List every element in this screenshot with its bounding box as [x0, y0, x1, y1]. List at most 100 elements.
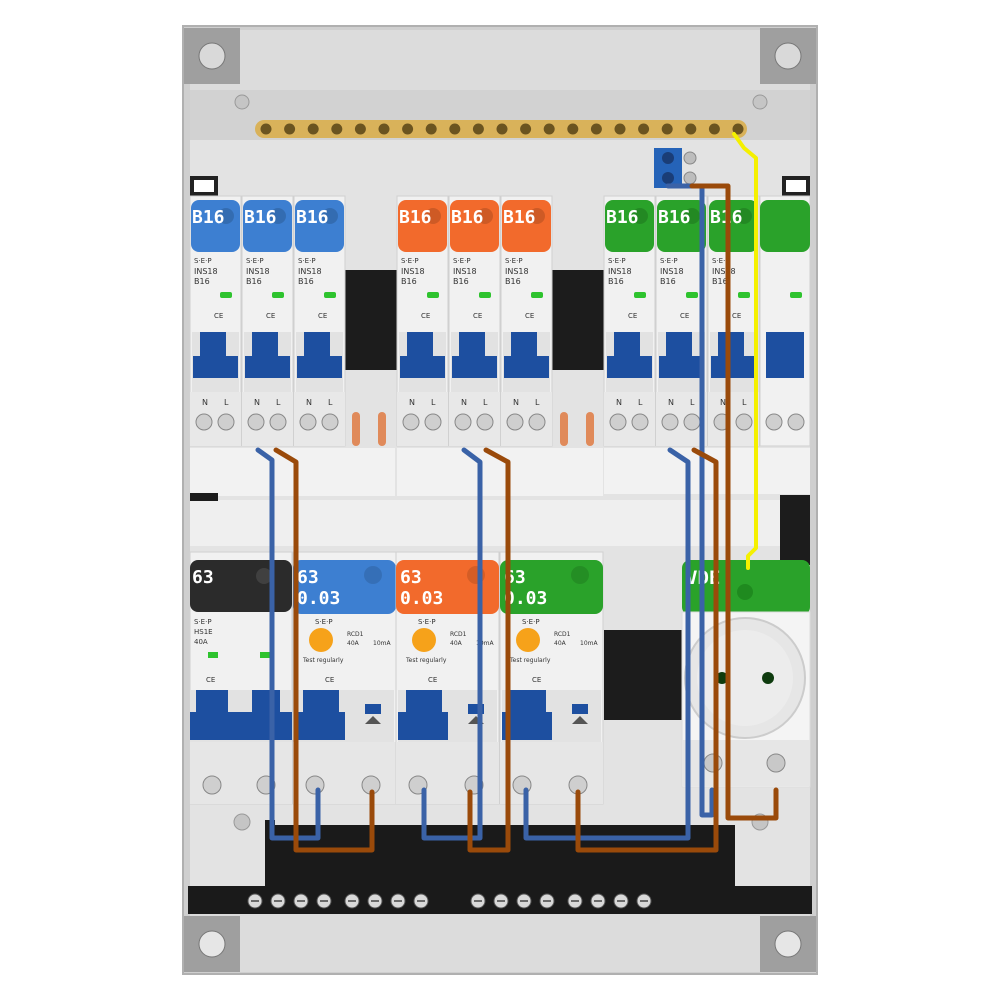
mcb-model-label: INS18 [194, 267, 218, 276]
mcb-rating-label: B16 [399, 207, 432, 228]
mcb-rating-label: B16 [606, 207, 639, 228]
brand-label: S·E·P [401, 257, 419, 265]
rcd-sensitivity: 0.03 [400, 588, 443, 609]
mcb-sub-label: B16 [401, 277, 417, 286]
rcd-trip: 10mA [476, 640, 494, 647]
mcb-rating-label: B16 [244, 207, 277, 228]
terminal-mark-l: L [742, 398, 747, 407]
mcb-sub-label: B16 [660, 277, 676, 286]
rcd-test-text: Test regularly [302, 657, 344, 664]
mcb-model-label: INS18 [246, 267, 270, 276]
rcd-sub: 40A [347, 640, 360, 647]
rcd-model: RCD1 [347, 631, 364, 638]
live-wire-1 [273, 447, 375, 853]
rcd-model: RCD1 [450, 631, 467, 638]
ce-mark: CE [628, 312, 637, 320]
terminal-mark-l: L [224, 398, 229, 407]
brand-label: S·E·P [522, 618, 540, 626]
comb-busbar-cover-1 [190, 448, 395, 496]
brand-label: S·E·P [194, 618, 212, 626]
neutral-wire-1 [255, 447, 321, 841]
main-switch-model: HS1E [194, 628, 213, 636]
ce-mark: CE [732, 312, 741, 320]
earth-wire [732, 132, 758, 570]
brand-label: S·E·P [453, 257, 471, 265]
ce-mark: CE [525, 312, 534, 320]
brand-label: S·E·P [608, 257, 626, 265]
brand-label: S·E·P [298, 257, 316, 265]
terminal-mark-l: L [431, 398, 436, 407]
mcb-model-label: INS18 [660, 267, 684, 276]
ce-mark: CE [680, 312, 689, 320]
terminal-mark-n: N [616, 398, 622, 407]
mcb-sub-label: B16 [298, 277, 314, 286]
terminal-mark-n: N [254, 398, 260, 407]
mcb-sub-label: B16 [194, 277, 210, 286]
terminal-mark-n: N [461, 398, 467, 407]
terminal-mark-n: N [306, 398, 312, 407]
ce-mark: CE [266, 312, 275, 320]
spare-green-module [759, 195, 811, 447]
neutral-wire-3 [523, 447, 691, 841]
terminal-mark-l: L [638, 398, 643, 407]
ce-mark: CE [473, 312, 482, 320]
mcb-rating-label: B16 [503, 207, 536, 228]
busbar-screws [247, 893, 652, 909]
brand-label: S·E·P [194, 257, 212, 265]
comb-busbar-cover-4 [190, 500, 780, 546]
mcb-model-label: INS18 [608, 267, 632, 276]
terminal-mark-n: N [513, 398, 519, 407]
mcb-rating-label: B16 [658, 207, 691, 228]
rcd-test-button[interactable] [412, 628, 436, 652]
rcd-sub: 40A [554, 640, 567, 647]
mcb-rating-label: B16 [451, 207, 484, 228]
mcb-model-label: INS18 [298, 267, 322, 276]
brand-label: S·E·P [505, 257, 523, 265]
mcb-sub-label: B16 [505, 277, 521, 286]
mcb-rating-label: B16 [296, 207, 329, 228]
mcb-sub-label: B16 [453, 277, 469, 286]
wiring [255, 132, 779, 853]
brand-label: S·E·P [246, 257, 264, 265]
din-rail-gap-2 [552, 270, 604, 370]
main-switch-sub: 40A [194, 638, 208, 646]
mcb-sub-label: B16 [246, 277, 262, 286]
terminal-mark-n: N [202, 398, 208, 407]
rcd-test-button[interactable] [309, 628, 333, 652]
live-wire-3 [575, 447, 719, 853]
rcd-test-button[interactable] [516, 628, 540, 652]
live-wire-4 [689, 183, 779, 821]
top-cover [190, 30, 810, 90]
mcb-sub-label: B16 [712, 277, 728, 286]
ce-mark: CE [214, 312, 223, 320]
rcd-test-text: Test regularly [405, 657, 447, 664]
rcd-trip: 10mA [373, 640, 391, 647]
mcb-rating-label: B16 [192, 207, 225, 228]
earth-terminal-block [654, 148, 697, 188]
ce-mark: CE [325, 676, 334, 684]
terminal-mark-l: L [483, 398, 488, 407]
terminal-mark-n: N [668, 398, 674, 407]
ce-mark: CE [318, 312, 327, 320]
right-side-rail [780, 495, 810, 565]
brand-label: S·E·P [418, 618, 436, 626]
rcd-model: RCD1 [554, 631, 571, 638]
brand-label: S·E·P [660, 257, 678, 265]
ce-mark: CE [206, 676, 215, 684]
